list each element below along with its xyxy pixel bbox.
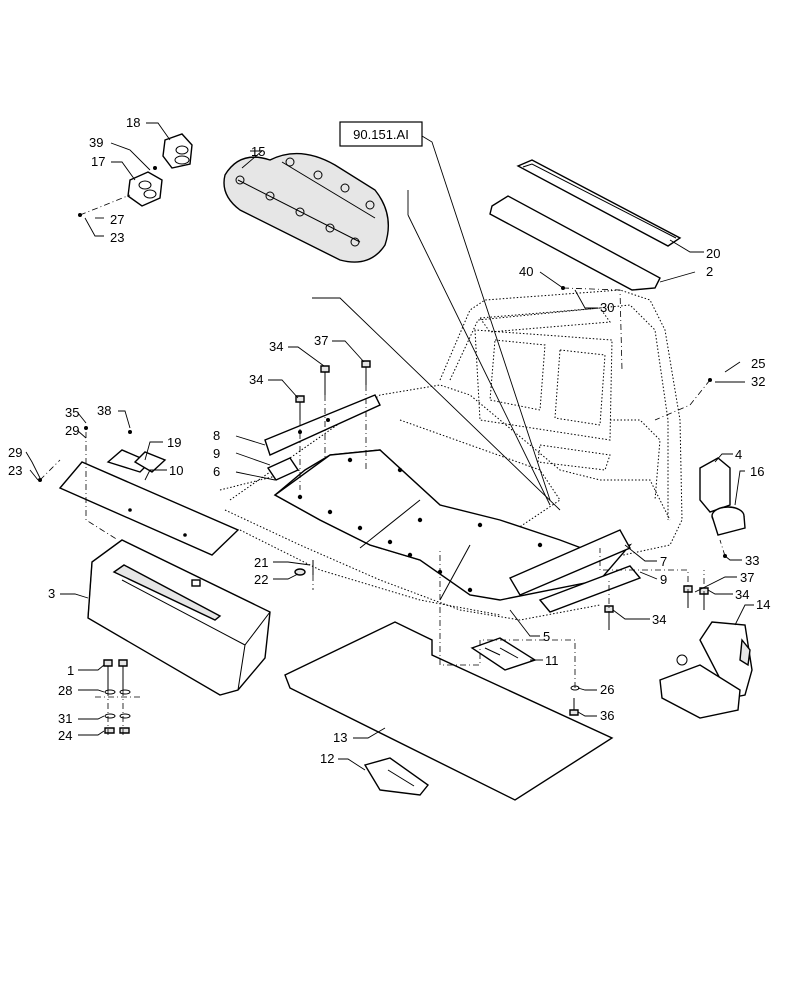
callout-26: 26: [600, 682, 614, 697]
floor-plate-5: [273, 449, 633, 601]
callout-9-left: 9: [213, 446, 220, 461]
bracket-18: [162, 133, 193, 169]
callout-15: 15: [251, 144, 265, 159]
alignment-lines: [39, 194, 726, 735]
callout-24: 24: [58, 728, 72, 743]
callout-39: 39: [89, 135, 103, 150]
callout-34-mid: 34: [249, 372, 263, 387]
callouts: 18 39 17 15 27 23 20 2 40 30 25 32 34 37…: [8, 115, 770, 771]
callout-19: 19: [167, 435, 181, 450]
callout-4: 4: [735, 447, 742, 462]
callout-22: 22: [254, 572, 268, 587]
callout-29-b: 29: [8, 445, 22, 460]
fasteners: [38, 166, 727, 734]
callout-40: 40: [519, 264, 533, 279]
callout-23-left: 23: [8, 463, 22, 478]
seat-14: [659, 621, 753, 719]
callout-31: 31: [58, 711, 72, 726]
callout-16: 16: [750, 464, 764, 479]
floor-mat-13: [284, 621, 614, 801]
callout-3: 3: [48, 586, 55, 601]
callout-25: 25: [751, 356, 765, 371]
callout-13: 13: [333, 730, 347, 745]
callout-10: 10: [169, 463, 183, 478]
strip-20: [516, 159, 682, 247]
reference-box: 90.151.AI: [312, 121, 561, 511]
callout-29-a: 29: [65, 423, 79, 438]
callout-21: 21: [254, 555, 268, 570]
callout-17: 17: [91, 154, 105, 169]
item-16: [711, 506, 746, 536]
callout-11: 11: [545, 653, 559, 668]
callout-34-right: 34: [735, 587, 749, 602]
callout-5: 5: [543, 629, 550, 644]
callout-32: 32: [751, 374, 765, 389]
callout-37-right: 37: [740, 570, 754, 585]
callout-36: 36: [600, 708, 614, 723]
callout-35: 35: [65, 405, 79, 420]
callout-1: 1: [67, 663, 74, 678]
console-cover-3: [87, 539, 271, 696]
strip-7: [508, 529, 631, 596]
trim-panel-2: [489, 195, 661, 291]
callout-28: 28: [58, 683, 72, 698]
callout-12: 12: [320, 751, 334, 766]
chain-15: [223, 152, 389, 263]
callout-37-top: 37: [314, 333, 328, 348]
strip-8: [264, 394, 381, 456]
callout-33: 33: [745, 553, 759, 568]
callout-6: 6: [213, 464, 220, 479]
cab-outline: [219, 289, 683, 621]
callout-27: 27: [110, 212, 124, 227]
callout-23-top: 23: [110, 230, 124, 245]
bracket-11: [470, 637, 537, 671]
bracket-4: [699, 457, 731, 513]
panel-10: [58, 461, 240, 556]
callout-38: 38: [97, 403, 111, 418]
callout-30: 30: [600, 300, 614, 315]
strip-9-right: [538, 565, 642, 613]
callout-14: 14: [756, 597, 770, 612]
callout-8: 8: [213, 428, 220, 443]
callout-20: 20: [706, 246, 720, 261]
bracket-17: [127, 171, 163, 207]
callout-34-top: 34: [269, 339, 283, 354]
callout-9-right: 9: [660, 572, 667, 587]
plate-12: [363, 757, 430, 796]
callout-2: 2: [706, 264, 713, 279]
reference-box-label: 90.151.AI: [353, 127, 409, 142]
strip-9-left: [266, 457, 300, 481]
callout-18: 18: [126, 115, 140, 130]
bracket-19: [106, 449, 167, 473]
callout-34-low: 34: [652, 612, 666, 627]
callout-7: 7: [660, 554, 667, 569]
